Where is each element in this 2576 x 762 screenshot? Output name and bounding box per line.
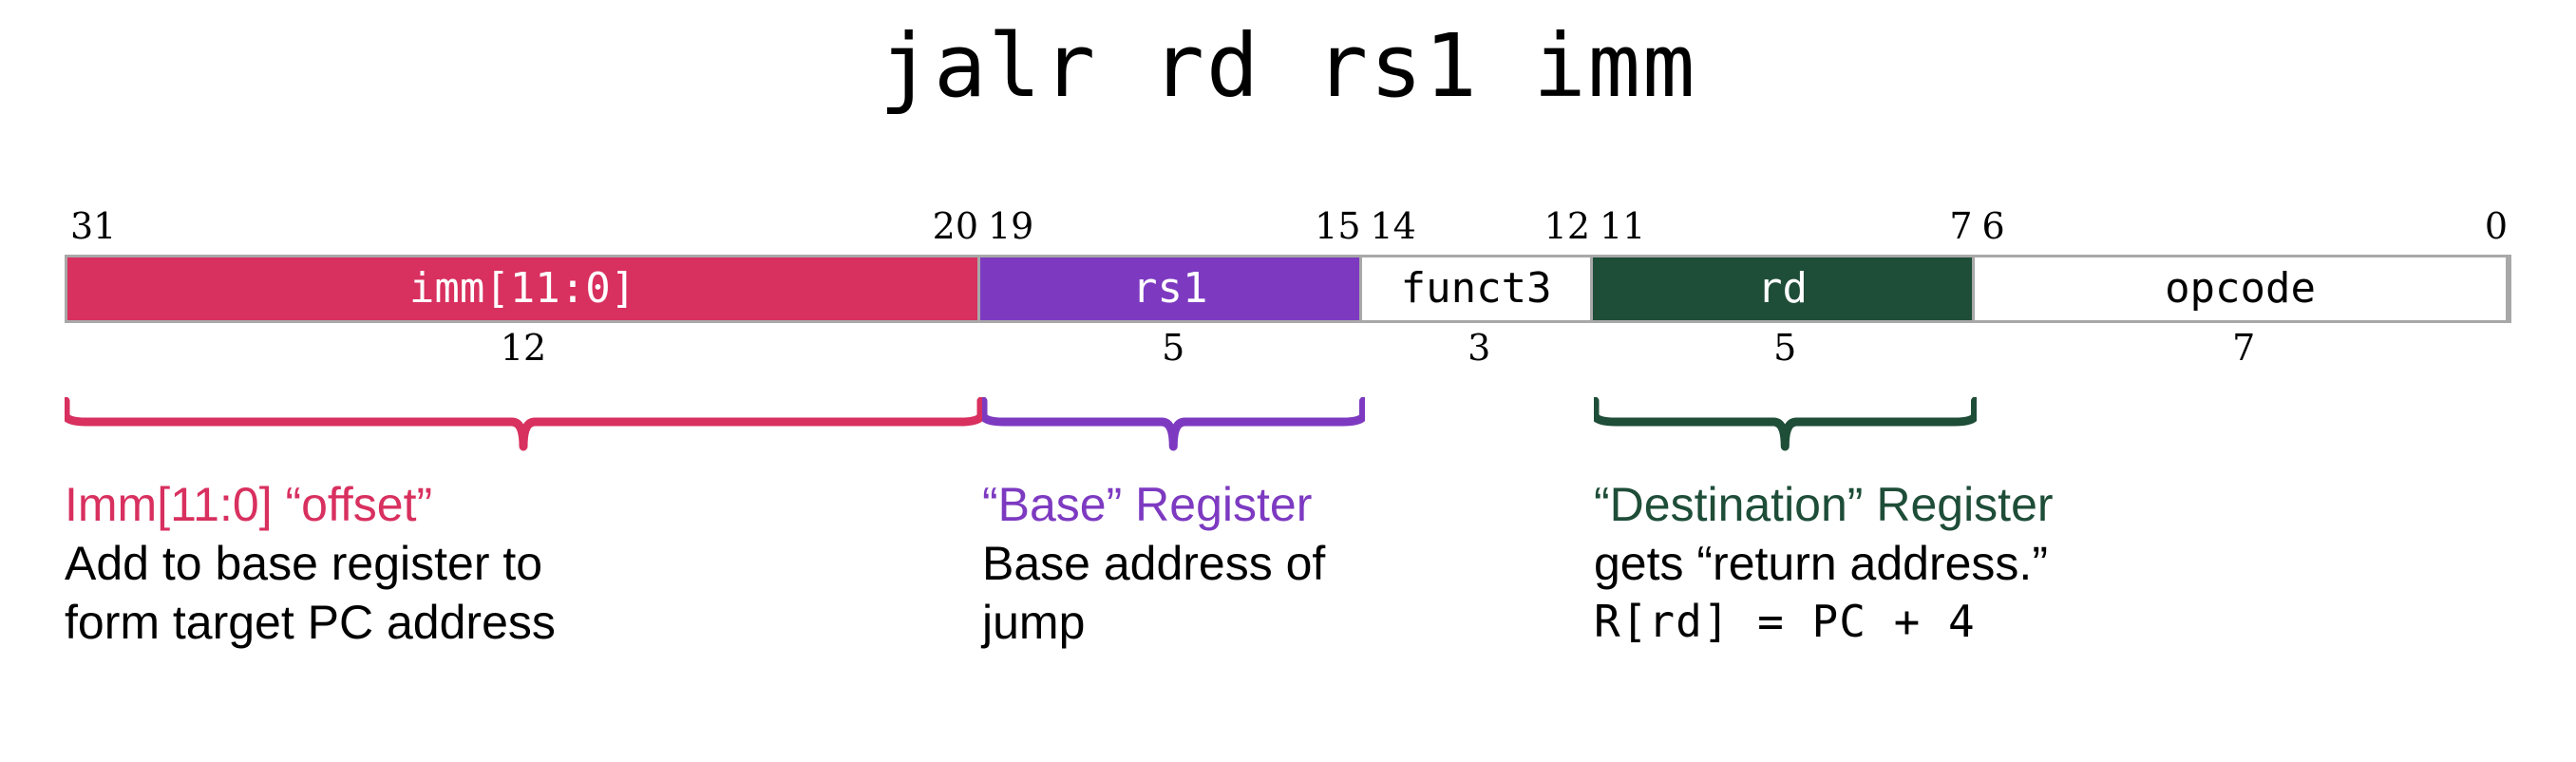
field-rd: rd: [1592, 257, 1976, 320]
brace-imm: [65, 397, 982, 452]
field-width-rs1: 5: [1162, 327, 1185, 369]
bit-index-19: 19: [988, 205, 1034, 247]
brace-rs1: [982, 397, 1365, 452]
field-label-funct3: funct3: [1400, 264, 1552, 313]
annotation-imm: Imm[11:0] “offset” Add to base register t…: [65, 475, 862, 652]
bit-index-0: 0: [2484, 205, 2508, 247]
bit-index-6: 6: [1981, 205, 2005, 247]
field-label-rd: rd: [1756, 264, 1808, 313]
annotation-rd: “Destination” Register gets “return addre…: [1594, 475, 2373, 650]
annotation-line-rd-1: gets “return address.”: [1594, 537, 2048, 590]
field-label-imm: imm[11:0]: [408, 264, 636, 313]
bit-index-11: 11: [1600, 205, 1646, 247]
field-width-funct3: 3: [1468, 327, 1491, 369]
page-title: jalr rd rs1 imm: [879, 15, 1697, 117]
bit-index-31: 31: [70, 205, 117, 247]
annotation-title-imm: Imm[11:0] “offset”: [65, 478, 433, 531]
bit-index-12: 12: [1544, 205, 1590, 247]
annotation-line-imm-2: form target PC address: [65, 596, 556, 649]
field-label-opcode: opcode: [2165, 264, 2317, 313]
field-width-opcode: 7: [2232, 327, 2256, 369]
annotation-title-rs1: “Base” Register: [982, 478, 1313, 531]
field-width-rd: 5: [1773, 327, 1797, 369]
brace-rd: [1594, 397, 1977, 452]
field-width-row: 12 5 3 5 7: [65, 327, 2511, 372]
field-opcode: opcode: [1975, 257, 2509, 320]
annotation-line-rs1-1: Base address of: [982, 537, 1326, 590]
bit-index-20: 20: [932, 205, 978, 247]
bit-index-14: 14: [1370, 205, 1416, 247]
field-rs1: rs1: [980, 257, 1363, 320]
field-imm: imm[11:0]: [67, 257, 981, 320]
bit-index-7: 7: [1949, 205, 1973, 247]
field-width-imm: 12: [500, 327, 547, 369]
instruction-field-bar: imm[11:0] rs1 funct3 rd opcode: [65, 255, 2511, 323]
annotation-code-rd-1: R[rd] = PC + 4: [1594, 596, 1976, 647]
annotation-title-rd: “Destination” Register: [1594, 478, 2054, 531]
annotation-line-rs1-2: jump: [982, 596, 1086, 649]
bit-index-15: 15: [1315, 205, 1361, 247]
field-funct3: funct3: [1362, 257, 1593, 320]
annotation-line-imm-1: Add to base register to: [65, 537, 543, 590]
field-label-rs1: rs1: [1131, 264, 1208, 313]
